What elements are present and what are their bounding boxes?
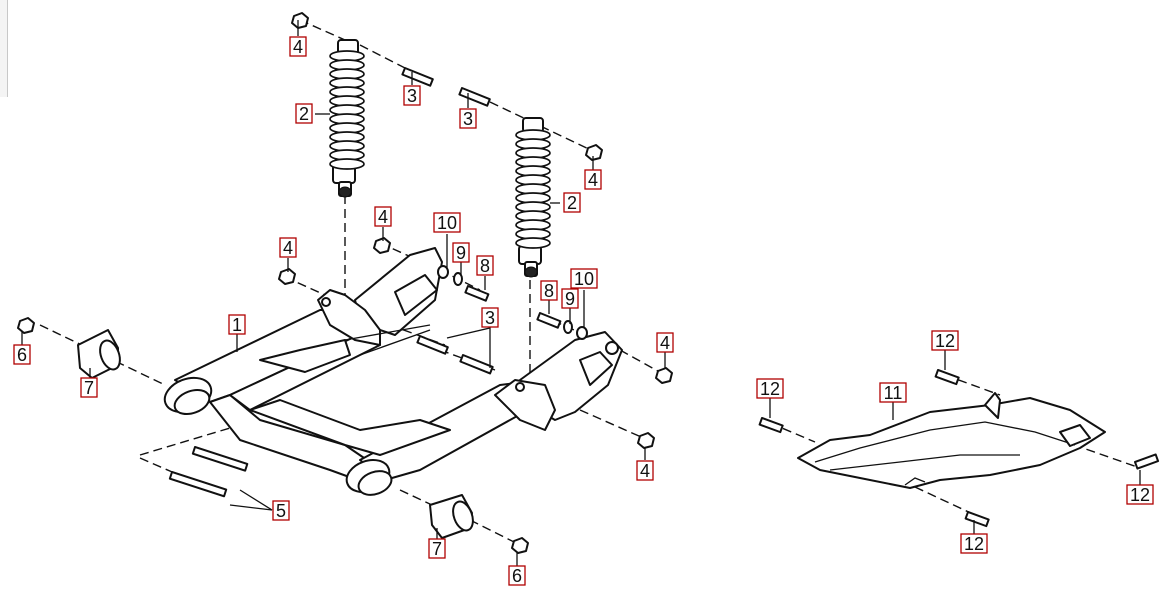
svg-text:8: 8 <box>544 281 554 301</box>
shock-absorber-left <box>329 39 365 198</box>
callout-12-left: 12 <box>756 378 784 399</box>
svg-text:2: 2 <box>299 104 309 124</box>
callout-12-bottom: 12 <box>960 533 988 554</box>
svg-text:11: 11 <box>884 383 903 403</box>
svg-text:4: 4 <box>378 207 388 227</box>
callout-8-left: 8 <box>476 255 494 276</box>
svg-text:7: 7 <box>432 539 442 559</box>
callout-4-top-left: 4 <box>289 36 307 57</box>
svg-text:4: 4 <box>660 333 670 353</box>
callout-3-top-right: 3 <box>459 108 477 129</box>
svg-text:3: 3 <box>485 308 495 328</box>
svg-text:12: 12 <box>760 379 780 399</box>
svg-text:6: 6 <box>512 566 522 586</box>
svg-text:10: 10 <box>574 269 594 289</box>
bolts <box>168 67 1160 528</box>
callout-6-right: 6 <box>508 565 526 586</box>
svg-text:12: 12 <box>964 534 984 554</box>
svg-text:9: 9 <box>456 243 466 263</box>
svg-text:4: 4 <box>293 37 303 57</box>
bushing-left <box>77 329 121 379</box>
svg-text:8: 8 <box>480 256 490 276</box>
svg-text:2: 2 <box>567 193 577 213</box>
callout-11: 11 <box>879 382 907 403</box>
callout-labels: 4 3 3 2 2 4 4 4 <box>13 36 1154 586</box>
callout-8-right: 8 <box>540 280 558 301</box>
callout-6-left: 6 <box>13 344 31 365</box>
svg-text:4: 4 <box>283 238 293 258</box>
svg-text:3: 3 <box>407 86 417 106</box>
shock-absorber-right <box>515 117 551 278</box>
callout-7-left: 7 <box>80 377 98 398</box>
callout-1: 1 <box>228 314 246 335</box>
swing-arm <box>163 247 623 496</box>
callout-7-right: 7 <box>428 538 446 559</box>
callout-3-top-left: 3 <box>403 85 421 106</box>
bushing-right <box>429 494 474 539</box>
svg-text:4: 4 <box>640 461 650 481</box>
callout-12-right: 12 <box>1126 484 1154 505</box>
svg-text:10: 10 <box>437 213 457 233</box>
left-edge-rule <box>0 0 8 97</box>
svg-text:1: 1 <box>232 315 242 335</box>
callout-2-left: 2 <box>295 103 313 124</box>
callout-10-right: 10 <box>570 268 598 289</box>
svg-text:6: 6 <box>17 345 27 365</box>
callout-9-left: 9 <box>452 242 470 263</box>
callout-4-right: 4 <box>656 332 674 353</box>
callout-9-right: 9 <box>561 288 579 309</box>
callout-4-mid-left: 4 <box>279 237 297 258</box>
svg-text:12: 12 <box>1130 485 1150 505</box>
svg-text:12: 12 <box>935 331 955 351</box>
svg-text:5: 5 <box>276 501 286 521</box>
callout-4-mid: 4 <box>374 206 392 227</box>
svg-text:9: 9 <box>565 289 575 309</box>
callout-4-bottom-right: 4 <box>636 460 654 481</box>
callout-10-left: 10 <box>433 212 461 233</box>
leader-lines <box>21 20 1141 566</box>
svg-text:7: 7 <box>84 378 94 398</box>
callout-2-right: 2 <box>563 192 581 213</box>
nuts <box>17 12 673 554</box>
washers <box>437 265 588 340</box>
callout-3-center: 3 <box>481 307 499 328</box>
skid-plate <box>797 392 1106 489</box>
svg-text:4: 4 <box>588 170 598 190</box>
callout-5: 5 <box>272 500 290 521</box>
svg-text:3: 3 <box>463 109 473 129</box>
callout-12-top: 12 <box>931 330 959 351</box>
callout-4-top-right: 4 <box>584 169 602 190</box>
